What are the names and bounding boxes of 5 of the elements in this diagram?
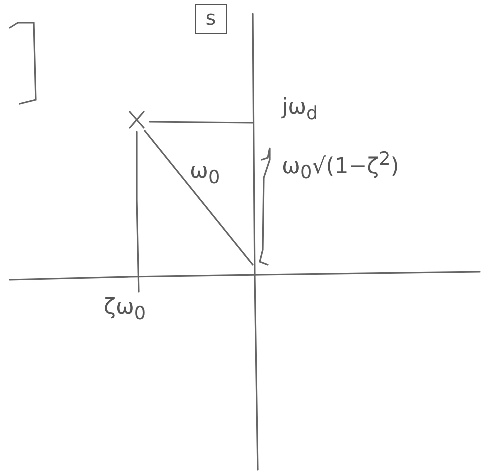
real-part-label: ζω$_{0}$	[104, 296, 146, 325]
variable-box: s	[195, 4, 227, 34]
imaginary-part-label: jω$_{d}$	[282, 96, 318, 125]
natural-frequency-label: ω$_{0}$	[190, 160, 220, 189]
damped-frequency-formula: ω$_{0}$√(1−ζ$^{2}$)	[282, 150, 400, 184]
